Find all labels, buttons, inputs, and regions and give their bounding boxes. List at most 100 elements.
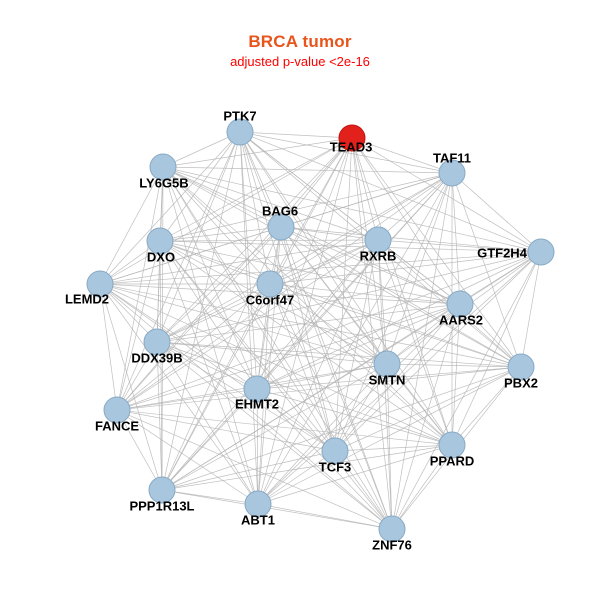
edge — [99, 283, 163, 491]
edge — [386, 363, 393, 530]
node-pbx2 — [507, 353, 535, 381]
edge — [280, 226, 379, 241]
edge — [99, 166, 164, 285]
edge — [269, 283, 522, 368]
edge — [257, 366, 522, 505]
edge — [239, 131, 353, 139]
edge — [334, 450, 393, 530]
edge — [239, 131, 336, 452]
edge — [256, 137, 353, 390]
edge — [162, 166, 453, 174]
edge — [156, 251, 542, 343]
edge — [280, 226, 522, 368]
node-c6orf47 — [256, 270, 284, 298]
edge — [239, 131, 282, 228]
node-ly6g5b — [149, 153, 177, 181]
edge — [257, 444, 453, 505]
edge — [159, 239, 379, 242]
edge — [156, 341, 258, 390]
edge — [162, 166, 453, 446]
edge — [256, 363, 388, 390]
node-gtf2h4 — [527, 238, 555, 266]
edge — [156, 131, 241, 343]
edge — [257, 450, 336, 505]
edge — [116, 388, 258, 411]
edge — [116, 226, 282, 411]
edge — [451, 366, 522, 446]
edge — [386, 303, 461, 365]
edge — [161, 366, 522, 491]
edge — [351, 137, 522, 368]
edge — [159, 240, 388, 365]
node-label-smtn: SMTN — [369, 373, 406, 388]
edge — [269, 283, 461, 305]
edge — [159, 172, 453, 242]
edge — [99, 239, 379, 285]
edge — [269, 283, 453, 446]
edge — [351, 137, 461, 305]
node-label-ptk7: PTK7 — [223, 109, 256, 124]
node-label-pbx2: PBX2 — [504, 376, 538, 391]
edge — [269, 172, 453, 285]
node-abt1 — [244, 490, 272, 518]
nodes-layer — [86, 118, 555, 543]
node-label-ppp1r13l: PPP1R13L — [129, 499, 194, 514]
edge — [351, 137, 542, 253]
node-label-ddx39b: DDX39B — [131, 351, 182, 366]
edge — [99, 251, 542, 285]
edge — [159, 137, 353, 242]
edge — [116, 240, 161, 411]
edge — [459, 303, 522, 368]
edge — [256, 388, 453, 446]
edge — [156, 341, 388, 365]
edge — [159, 240, 259, 505]
edge — [162, 131, 241, 168]
edge — [256, 366, 522, 390]
node-ppard — [438, 431, 466, 459]
edge — [156, 341, 522, 368]
edge — [162, 166, 271, 285]
edge — [269, 283, 388, 365]
node-label-taf11: TAF11 — [433, 151, 471, 166]
edge — [257, 239, 379, 505]
edge — [162, 166, 461, 305]
edge — [116, 166, 164, 411]
edge — [99, 283, 336, 452]
edge — [451, 251, 542, 446]
node-label-gtf2h4: GTF2H4 — [477, 246, 528, 261]
edge — [377, 172, 453, 241]
edge — [156, 341, 453, 446]
edge — [116, 409, 163, 491]
node-label-c6orf47: C6orf47 — [246, 293, 294, 308]
edge — [161, 489, 393, 530]
edge — [451, 303, 461, 446]
edge — [161, 388, 258, 491]
edge — [334, 366, 522, 452]
node-lemd2 — [86, 270, 114, 298]
edge — [269, 239, 379, 285]
edge — [162, 166, 282, 228]
edge — [280, 226, 542, 253]
edge — [257, 251, 542, 505]
edge — [386, 172, 453, 365]
edge — [159, 226, 282, 242]
edge — [280, 226, 461, 305]
edge — [159, 240, 258, 390]
edge — [239, 131, 393, 530]
edge — [159, 240, 542, 253]
edge — [116, 409, 453, 446]
edge — [99, 283, 118, 411]
edge — [156, 303, 461, 343]
edge — [99, 283, 259, 505]
node-label-lemd2: LEMD2 — [65, 292, 109, 307]
edge — [256, 239, 379, 390]
edge — [391, 251, 542, 530]
edge — [239, 131, 542, 253]
node-label-fance: FANCE — [95, 419, 139, 434]
node-ppp1r13l — [148, 476, 176, 504]
page-title: BRCA tumor — [248, 32, 352, 51]
node-label-abt1: ABT1 — [241, 513, 275, 528]
edge — [161, 489, 259, 505]
edge — [256, 283, 271, 390]
